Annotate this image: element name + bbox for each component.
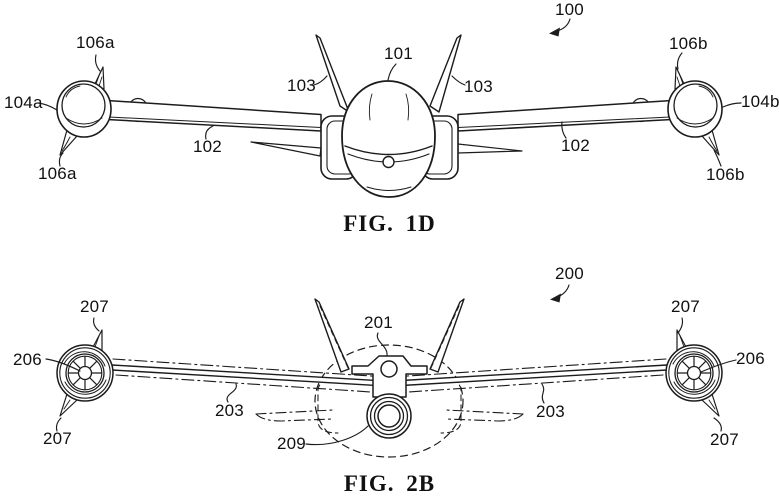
fig1d-nacelle-left xyxy=(56,66,112,156)
ref-label-206-left: 206 xyxy=(13,350,42,369)
fan-spokes-icon xyxy=(676,355,712,391)
fig1d-rear-wing-right xyxy=(457,143,523,154)
ref-label-103-right: 103 xyxy=(464,77,493,96)
ref-label-209: 209 xyxy=(277,434,306,453)
ref-label-106b-bottom: 106b xyxy=(706,165,745,184)
fig1d-rear-wing-left xyxy=(250,141,322,157)
arrow-icon xyxy=(550,293,561,303)
fig2b-propulsor-left xyxy=(56,329,114,417)
arrow-icon xyxy=(549,27,560,37)
fig1d-wing-right xyxy=(457,99,673,132)
ref-label-104b: 104b xyxy=(741,92,779,111)
ref-label-100: 100 xyxy=(555,0,584,19)
ref-label-101: 101 xyxy=(384,44,413,63)
fig1d-wing-left xyxy=(106,99,322,132)
fig2b-phantom-rear-wings xyxy=(255,409,524,422)
fan-spokes-icon xyxy=(67,355,103,391)
ref-label-104a: 104a xyxy=(4,93,43,112)
ref-label-106a-top-left: 106a xyxy=(76,33,115,52)
ref-label-103-left: 103 xyxy=(287,76,316,95)
ref-label-201: 201 xyxy=(364,313,393,332)
fig1d-fuselage xyxy=(341,80,436,198)
fig2b-phantom-fuselage xyxy=(314,344,464,458)
ref-label-207-bottom-right: 207 xyxy=(710,430,739,449)
ref-label-102-left: 102 xyxy=(193,137,222,156)
ref-label-200: 200 xyxy=(555,264,584,283)
ref-label-207-top-right: 207 xyxy=(671,297,700,316)
fig2b-phantom-wing-lines xyxy=(112,358,667,394)
fig2b-phantom-sponson-right xyxy=(440,378,462,434)
fig-2b-caption: FIG. 2B xyxy=(343,471,436,496)
figure-1d-drawing xyxy=(37,18,742,198)
fig2b-phantom-sponson-left xyxy=(317,378,339,434)
ref-label-207-bottom-left: 207 xyxy=(43,429,72,448)
figure-2b-drawing xyxy=(45,284,737,458)
fig-1d-caption: FIG. 1D xyxy=(343,211,436,236)
fig1d-vtail-left xyxy=(315,34,350,113)
fig1d-leader-lines xyxy=(37,18,742,167)
ref-label-106a-bottom: 106a xyxy=(38,164,77,183)
fig2b-leader-lines xyxy=(45,284,737,446)
fig2b-vtail-left xyxy=(314,298,350,373)
fig2b-center-fan xyxy=(366,393,412,439)
fig2b-center-pod xyxy=(351,355,428,439)
fig1d-vtail-right xyxy=(429,34,462,113)
fig2b-vtail-right xyxy=(429,298,465,373)
ref-label-203-left: 203 xyxy=(215,401,244,420)
ref-label-102-right: 102 xyxy=(561,136,590,155)
ref-label-203-right: 203 xyxy=(536,402,565,421)
fig1d-nacelle-right xyxy=(667,66,723,156)
fig2b-propulsor-right xyxy=(665,329,723,417)
ref-label-106b-top-right: 106b xyxy=(669,34,708,53)
ref-label-207-top-left: 207 xyxy=(80,297,109,316)
ref-label-206-right: 206 xyxy=(736,349,765,368)
